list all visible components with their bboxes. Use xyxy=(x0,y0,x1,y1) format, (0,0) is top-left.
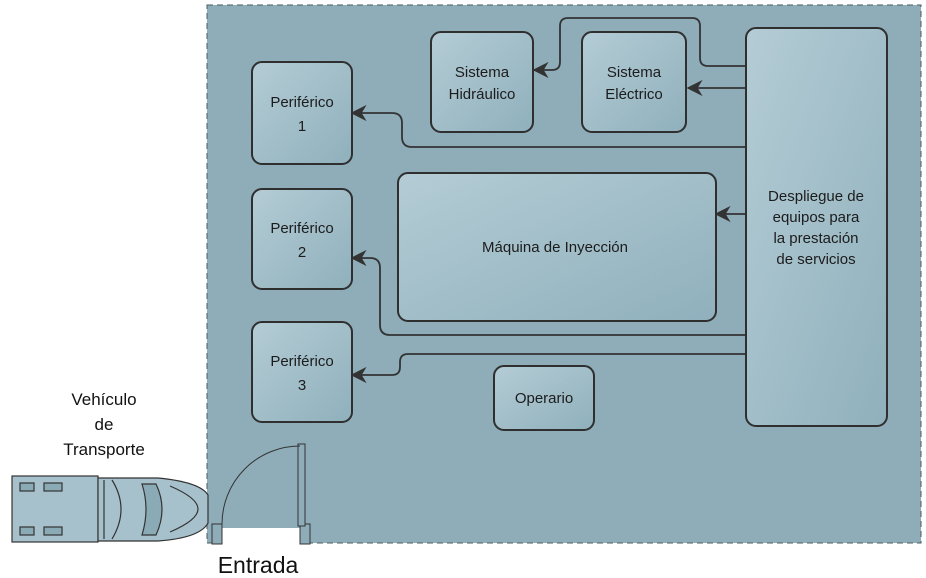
periferico3-line2: 3 xyxy=(298,377,306,394)
box-periferico-2: Periférico 2 xyxy=(251,188,353,290)
box-despliegue-equipos: Despliegue de equipos para la prestación… xyxy=(745,27,888,427)
vehiculo-line3: Transporte xyxy=(63,440,145,459)
entrance-gap xyxy=(218,528,306,548)
periferico1-line1: Periférico xyxy=(270,94,333,111)
box-sistema-hidraulico: Sistema Hidráulico xyxy=(430,31,534,133)
connector-to-periferico1 xyxy=(350,104,745,148)
vehiculo-line1: Vehículo xyxy=(71,390,136,409)
box-maquina-inyeccion: Máquina de Inyección xyxy=(397,172,717,322)
entrada-label: Entrada xyxy=(218,552,299,578)
electrico-line2: Eléctrico xyxy=(605,86,663,103)
connector-to-periferico3 xyxy=(350,353,745,384)
box-sistema-electrico: Sistema Eléctrico xyxy=(581,31,687,133)
connector-to-hidraulico xyxy=(532,17,745,79)
connectors xyxy=(350,17,745,384)
door-swing-arc xyxy=(221,445,301,525)
connector-to-periferico2 xyxy=(350,249,745,336)
despliegue-line2: equipos para xyxy=(773,209,860,226)
box-periferico-3: Periférico 3 xyxy=(251,321,353,423)
electrico-line1: Sistema xyxy=(607,64,662,81)
vehiculo-line2: de xyxy=(95,415,114,434)
periferico2-line1: Periférico xyxy=(270,220,333,237)
door-jamb-left xyxy=(211,523,223,545)
hidraulico-line2: Hidráulico xyxy=(449,86,516,103)
box-periferico-1: Periférico 1 xyxy=(251,61,353,165)
transport-vehicle-icon xyxy=(11,475,209,543)
periferico1-line2: 1 xyxy=(298,118,306,135)
despliegue-line4: de servicios xyxy=(776,251,855,268)
despliegue-line1: Despliegue de xyxy=(768,188,864,205)
door-leaf xyxy=(297,443,306,527)
door-jamb-right xyxy=(299,523,311,545)
periferico2-line2: 2 xyxy=(298,244,306,261)
hidraulico-line1: Sistema xyxy=(455,64,510,81)
operario-label: Operario xyxy=(515,390,573,407)
despliegue-line3: la prestación xyxy=(773,230,858,247)
maquina-label: Máquina de Inyección xyxy=(482,239,628,256)
box-operario: Operario xyxy=(493,365,595,431)
periferico3-line1: Periférico xyxy=(270,353,333,370)
